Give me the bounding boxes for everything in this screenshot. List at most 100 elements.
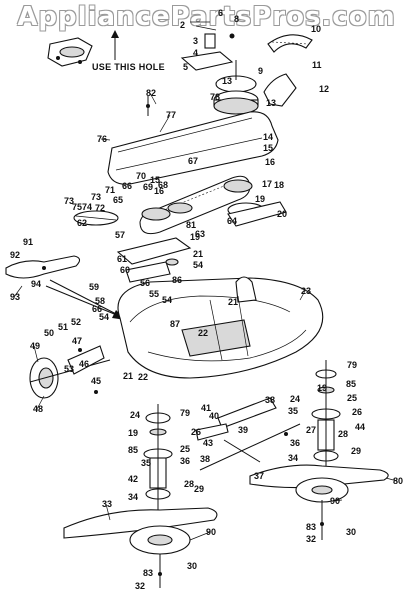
part-callout-14: 14	[263, 132, 273, 142]
leader-line	[189, 531, 211, 541]
part-callout-22: 22	[198, 328, 208, 338]
gauge-wheel	[29, 345, 111, 399]
part-callout-19: 19	[128, 428, 138, 438]
part-callout-49: 49	[30, 341, 40, 351]
part-callout-15: 15	[150, 175, 160, 185]
part-callout-75: 75	[72, 202, 82, 212]
part-callout-26: 26	[191, 427, 201, 437]
part-callout-35: 35	[288, 406, 298, 416]
part-callout-74: 74	[82, 202, 92, 212]
leader-line	[13, 285, 23, 298]
part-callout-28: 28	[338, 429, 348, 439]
drive-belt-assembly	[73, 175, 287, 235]
belt-cover	[107, 96, 279, 185]
part-callout-63: 63	[195, 229, 205, 239]
part-callout-15: 15	[263, 143, 273, 153]
lift-linkage	[195, 397, 301, 471]
part-callout-39: 39	[238, 425, 248, 435]
part-callout-13: 13	[222, 76, 232, 86]
part-callout-91: 91	[23, 237, 33, 247]
part-callout-61: 61	[117, 254, 127, 264]
part-callout-73: 73	[64, 196, 74, 206]
part-callout-6: 6	[218, 8, 223, 18]
part-callout-36: 36	[290, 438, 300, 448]
part-callout-23: 23	[301, 286, 311, 296]
part-callout-77: 77	[166, 110, 176, 120]
part-callout-66: 66	[92, 304, 102, 314]
part-callout-16: 16	[154, 186, 164, 196]
part-callout-47: 47	[72, 336, 82, 346]
part-callout-42: 42	[128, 474, 138, 484]
part-callout-10: 10	[311, 24, 321, 34]
part-callout-83: 83	[306, 522, 316, 532]
part-callout-78: 78	[210, 92, 220, 102]
part-callout-62: 62	[77, 218, 87, 228]
part-callout-25: 25	[347, 393, 357, 403]
deflector-bracket-detail	[47, 30, 119, 67]
leader-line	[159, 114, 171, 133]
part-callout-36: 36	[180, 456, 190, 466]
part-callout-45: 45	[91, 376, 101, 386]
part-callout-19: 19	[255, 194, 265, 204]
part-callout-26: 26	[352, 407, 362, 417]
part-callout-48: 48	[33, 404, 43, 414]
part-callout-34: 34	[128, 492, 138, 502]
part-callout-4: 4	[193, 48, 198, 58]
part-callout-13: 13	[266, 98, 276, 108]
part-callout-34: 34	[288, 453, 298, 463]
part-callout-8: 8	[234, 14, 239, 24]
part-callout-3: 3	[193, 36, 198, 46]
leader-line	[149, 92, 157, 105]
part-callout-58: 58	[95, 296, 105, 306]
part-callout-50: 50	[44, 328, 54, 338]
part-callout-68: 68	[158, 180, 168, 190]
part-callout-40: 40	[209, 411, 219, 421]
leader-line	[100, 138, 111, 141]
part-callout-55: 55	[149, 289, 159, 299]
part-callout-25: 25	[180, 444, 190, 454]
leader-line	[333, 499, 343, 502]
part-callout-81: 81	[186, 220, 196, 230]
part-callout-24: 24	[130, 410, 140, 420]
part-callout-22: 22	[138, 372, 148, 382]
leader-line	[105, 503, 111, 521]
right-spindle	[249, 360, 389, 540]
mower-deck	[117, 276, 324, 379]
part-callout-87: 87	[170, 319, 180, 329]
part-callout-16: 16	[265, 157, 275, 167]
part-callout-52: 52	[71, 317, 81, 327]
part-callout-90: 90	[206, 527, 216, 537]
part-callout-90: 90	[330, 496, 340, 506]
part-callout-29: 29	[194, 484, 204, 494]
part-callout-30: 30	[346, 527, 356, 537]
part-callout-32: 32	[135, 581, 145, 591]
leader-line	[36, 395, 45, 410]
part-callout-27: 27	[306, 425, 316, 435]
part-callout-18: 18	[274, 180, 284, 190]
part-callout-21: 21	[228, 297, 238, 307]
hole-hint-label: USE THIS HOLE	[92, 62, 165, 72]
part-callout-21: 21	[193, 249, 203, 259]
part-callout-71: 71	[105, 185, 115, 195]
part-callout-5: 5	[183, 62, 188, 72]
part-callout-20: 20	[277, 209, 287, 219]
top-pulley-stack	[213, 60, 297, 115]
part-callout-69: 69	[143, 182, 153, 192]
part-callout-67: 67	[188, 156, 198, 166]
part-callout-83: 83	[143, 568, 153, 578]
part-callout-60: 60	[120, 265, 130, 275]
part-callout-11: 11	[312, 60, 322, 70]
part-callout-54: 54	[193, 260, 203, 270]
part-callout-54: 54	[99, 312, 109, 322]
part-callout-41: 41	[201, 403, 211, 413]
part-callout-93: 93	[10, 292, 20, 302]
part-callout-92: 92	[10, 250, 20, 260]
part-callout-32: 32	[306, 534, 316, 544]
part-callout-38: 38	[200, 454, 210, 464]
part-callout-79: 79	[347, 360, 357, 370]
part-callout-35: 35	[141, 458, 151, 468]
part-callout-51: 51	[58, 322, 68, 332]
part-callout-85: 85	[346, 379, 356, 389]
leader-line	[33, 345, 39, 363]
